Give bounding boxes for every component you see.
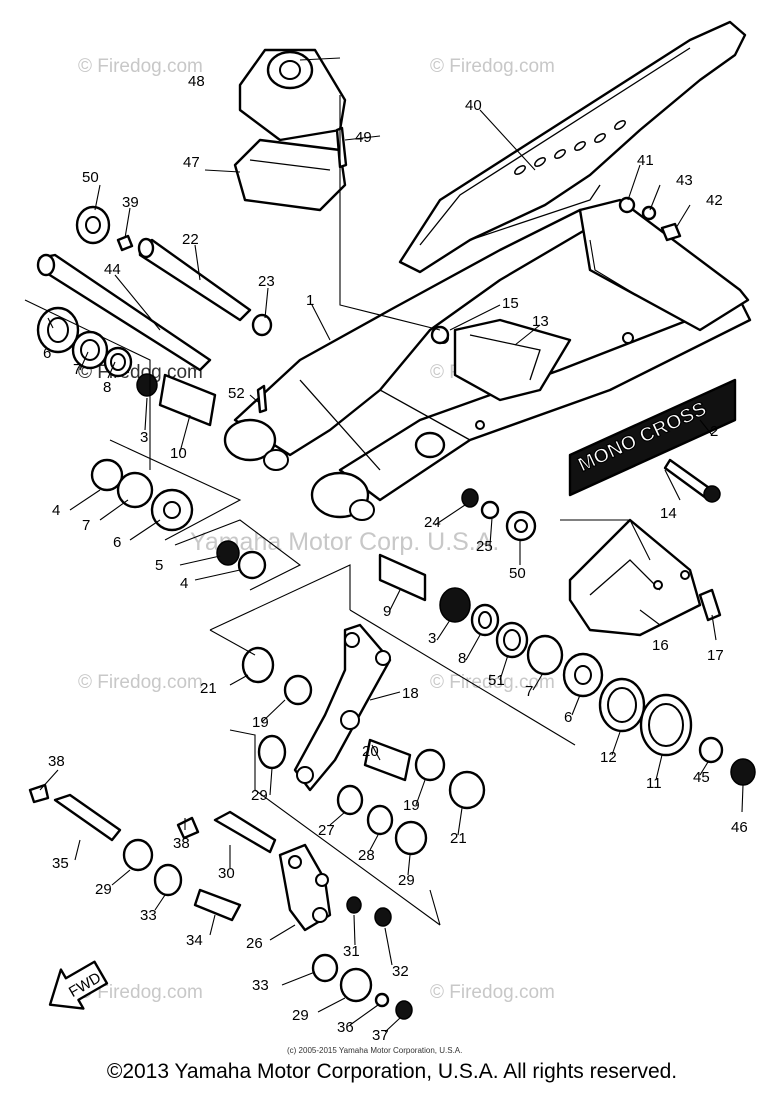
- watermark-yamaha: Yamaha Motor Corp. U.S.A.: [190, 528, 499, 556]
- callout-18: 18: [402, 685, 419, 702]
- callout-52: 52: [228, 385, 245, 402]
- callout-15: 15: [502, 295, 519, 312]
- callout-5: 5: [155, 557, 163, 574]
- callout-10: 10: [170, 445, 187, 462]
- callout-16: 16: [652, 637, 669, 654]
- watermark-firedog: © Firedog.com: [78, 672, 203, 693]
- callout-50: 50: [509, 565, 526, 582]
- callout-8: 8: [103, 379, 111, 396]
- relay-arm: [241, 623, 486, 856]
- callout-38: 38: [48, 753, 65, 770]
- callout-11: 11: [646, 775, 662, 792]
- callout-21: 21: [450, 830, 467, 847]
- callout-1: 1: [306, 292, 314, 309]
- callout-37: 37: [372, 1027, 389, 1044]
- chain-guide: [453, 318, 572, 402]
- bracket: [568, 518, 702, 637]
- callout-13: 13: [532, 313, 549, 330]
- fwd-arrow: FWD: [48, 960, 109, 1010]
- bearings-right: [378, 488, 756, 786]
- watermark-firedog: © Firedog.com: [430, 982, 555, 1003]
- callout-8: 8: [458, 650, 466, 667]
- watermark-firedog: © Firedog.com: [78, 56, 203, 77]
- leader-lines: [39, 57, 744, 1033]
- swing-arm: [223, 198, 752, 521]
- footer-copyright: ©2013 Yamaha Motor Corporation, U.S.A. A…: [106, 1060, 678, 1083]
- callout-50: 50: [82, 169, 99, 186]
- callout-4: 4: [52, 502, 60, 519]
- callout-29: 29: [292, 1007, 309, 1024]
- callout-6: 6: [43, 345, 51, 362]
- callout-46: 46: [731, 819, 748, 836]
- callout-29: 29: [251, 787, 268, 804]
- small-copyright: (c) 2005-2015 Yamaha Motor Corporation, …: [287, 1046, 462, 1055]
- callout-33: 33: [252, 977, 269, 994]
- callout-38: 38: [173, 835, 190, 852]
- pivot-shaft-44: [36, 253, 212, 372]
- callout-39: 39: [122, 194, 139, 211]
- callout-19: 19: [403, 797, 420, 814]
- callout-49: 49: [355, 129, 372, 146]
- callout-labels: 48 47 49 40 41 43 42 50 39 22 23 44 1 15…: [43, 73, 748, 1044]
- small-hardware: [75, 126, 722, 622]
- callout-42: 42: [706, 192, 723, 209]
- callout-35: 35: [52, 855, 69, 872]
- callout-43: 43: [676, 172, 693, 189]
- callout-22: 22: [182, 231, 199, 248]
- callout-41: 41: [637, 152, 654, 169]
- callout-12: 12: [600, 749, 617, 766]
- callout-21: 21: [200, 680, 217, 697]
- callout-40: 40: [465, 97, 482, 114]
- callout-32: 32: [392, 963, 409, 980]
- callout-24: 24: [424, 514, 441, 531]
- chain-guard: [398, 20, 747, 274]
- callout-33: 33: [140, 907, 157, 924]
- bearings-left: [36, 306, 267, 580]
- callout-20: 20: [362, 743, 379, 760]
- callout-9: 9: [383, 603, 391, 620]
- callout-3: 3: [140, 429, 148, 446]
- callout-7: 7: [73, 361, 81, 378]
- pivot-shaft-22: [137, 237, 252, 322]
- callout-34: 34: [186, 932, 203, 949]
- callout-7: 7: [82, 517, 90, 534]
- callout-19: 19: [252, 714, 269, 731]
- callout-31: 31: [343, 943, 360, 960]
- callout-30: 30: [218, 865, 235, 882]
- callout-6: 6: [113, 534, 121, 551]
- callout-23: 23: [258, 273, 275, 290]
- callout-44: 44: [104, 261, 121, 278]
- air-duct-cover: [233, 48, 347, 212]
- callout-4: 4: [180, 575, 188, 592]
- callout-2: 2: [710, 423, 718, 440]
- callout-28: 28: [358, 847, 375, 864]
- callout-29: 29: [398, 872, 415, 889]
- callout-17: 17: [707, 647, 724, 664]
- callout-48: 48: [188, 73, 205, 90]
- callout-3: 3: [428, 630, 436, 647]
- callout-7: 7: [525, 683, 533, 700]
- callout-47: 47: [183, 154, 200, 171]
- callout-27: 27: [318, 822, 335, 839]
- lower-linkage: [28, 783, 413, 1020]
- callout-26: 26: [246, 935, 263, 952]
- callout-45: 45: [693, 769, 710, 786]
- callout-36: 36: [337, 1019, 354, 1036]
- callout-14: 14: [660, 505, 677, 522]
- callout-29: 29: [95, 881, 112, 898]
- watermark-firedog: © Firedog.com: [430, 56, 555, 77]
- callout-25: 25: [476, 538, 493, 555]
- callout-6: 6: [564, 709, 572, 726]
- watermark-firedog: © Firedog.com: [78, 982, 203, 1003]
- callout-51: 51: [488, 672, 505, 689]
- reference-lines: [24, 95, 651, 926]
